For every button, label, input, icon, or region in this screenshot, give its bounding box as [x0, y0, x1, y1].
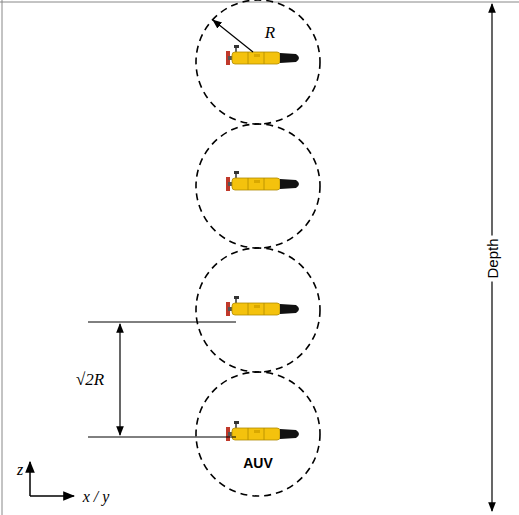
depth-label: Depth: [483, 235, 502, 281]
axis-label: z: [17, 462, 23, 478]
dimension-label: √2R: [76, 371, 104, 388]
vehicle-label: AUV: [243, 456, 273, 470]
radius-label: R: [265, 24, 275, 41]
axis-label: x / y: [83, 489, 110, 505]
